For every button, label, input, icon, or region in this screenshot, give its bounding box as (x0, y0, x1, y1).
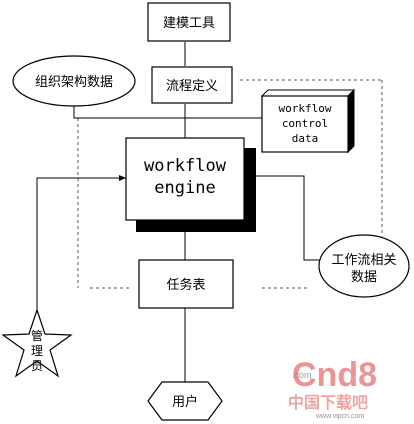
watermark-url: www.vipcn.com (315, 413, 364, 420)
control-data-line1: workflow (279, 102, 332, 115)
control-data-side (347, 88, 355, 154)
task-list-rect (138, 259, 234, 309)
relevant-data-line1: 工作流相关 (331, 252, 396, 267)
task-list-box: 任务表 (138, 259, 234, 309)
control-data-line2: control (282, 117, 328, 130)
admin-line3: 员 (31, 359, 43, 373)
control-data-rect (261, 95, 349, 153)
engine-line1: workflow (144, 156, 227, 176)
relevant-data-ellipse: 工作流相关 数据 (318, 234, 410, 298)
control-data-box: workflow control data (260, 88, 356, 154)
org-data-label: 组织架构数据 (35, 74, 113, 89)
admin-line1: 管 (31, 328, 43, 343)
dotted-boundary (77, 79, 383, 289)
user-label: 用户 (172, 394, 198, 409)
watermark-subtitle: 中国下载吧 (288, 393, 368, 412)
relevant-data-shape (318, 234, 410, 298)
control-data-line3: data (292, 132, 319, 145)
process-definition-rect (151, 66, 233, 104)
org-data-shape (12, 55, 136, 107)
org-data-ellipse: 组织架构数据 (12, 55, 136, 107)
watermark-brand: Cnd8 (292, 356, 377, 394)
process-definition-box: 流程定义 (151, 66, 233, 104)
modeling-tool-box: 建模工具 (147, 2, 231, 42)
arrowhead-admin (119, 175, 126, 181)
user-hexagon-shape (147, 381, 223, 421)
engine-rect (125, 137, 245, 221)
modeling-tool-rect (147, 2, 231, 42)
task-list-label: 任务表 (166, 277, 205, 292)
watermark-logo: Cnd8 .com 中国下载吧 www.vipcn.com (288, 356, 377, 420)
control-data-top (260, 89, 356, 97)
admin-line2: 理 (31, 344, 43, 358)
connector-org-data (73, 106, 185, 119)
engine-box: workflow engine (125, 137, 256, 232)
user-hexagon: 用户 (147, 381, 223, 421)
relevant-data-line2: 数据 (351, 269, 377, 284)
connectors (36, 42, 322, 382)
connector-admin-to-engine (36, 177, 126, 310)
connector-relevant-data (244, 175, 322, 261)
admin-star-shape (1, 308, 73, 378)
engine-line2: engine (154, 178, 215, 198)
admin-star: 管 理 员 (1, 308, 73, 378)
process-definition-label: 流程定义 (166, 78, 218, 93)
modeling-tool-label: 建模工具 (163, 15, 215, 30)
watermark-domain: .com (292, 370, 312, 380)
